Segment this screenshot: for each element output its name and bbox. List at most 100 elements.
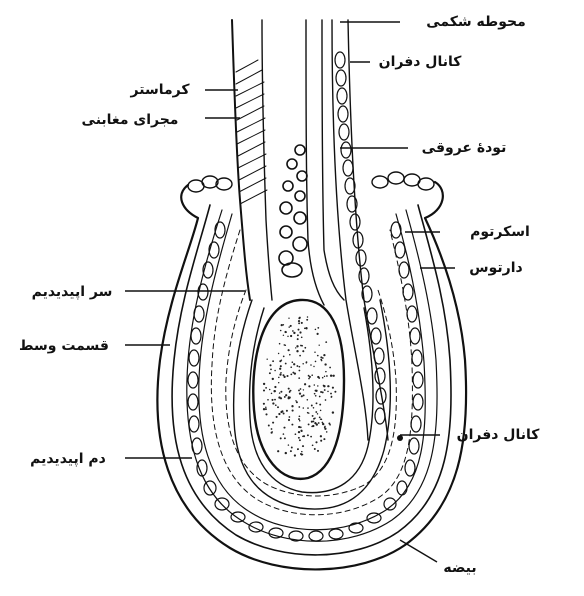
stipple-dot — [308, 378, 310, 380]
stipple-dot — [278, 353, 279, 354]
stipple-dot — [324, 363, 326, 365]
stipple-dot — [285, 363, 287, 365]
stipple-dot — [329, 424, 331, 426]
stipple-dot — [301, 430, 303, 432]
stipple-dot — [288, 349, 290, 351]
stipple-dot — [290, 325, 292, 327]
stipple-dot — [265, 387, 267, 389]
stipple-dot — [298, 329, 300, 331]
stipple-dot — [314, 351, 315, 352]
stipple-dot — [314, 393, 316, 395]
stipple-dot — [314, 384, 316, 386]
stipple-dot — [271, 428, 273, 430]
label-cremaster: کرماستر — [130, 82, 191, 98]
stipple-dot — [299, 366, 301, 368]
stipple-dot — [314, 422, 316, 424]
stipple-dot — [330, 393, 332, 395]
stipple-dot — [265, 407, 267, 409]
labels: محوطه شکمی کانال دفران کرماستر مجرای مغا… — [19, 14, 540, 576]
stipple-dot — [289, 354, 291, 356]
stipple-dot — [284, 437, 286, 439]
stipple-dot — [311, 421, 313, 423]
stipple-dot — [297, 334, 299, 336]
stipple-dot — [320, 440, 322, 442]
stipple-dot — [322, 423, 324, 425]
stipple-dot — [271, 393, 273, 395]
stipple-dot — [263, 403, 265, 405]
stipple-dot — [329, 367, 331, 369]
stipple-dot — [321, 360, 323, 362]
stipple-dot — [304, 328, 306, 330]
stipple-dot — [309, 376, 311, 378]
stipple-dot — [274, 370, 276, 372]
stipple-dot — [325, 341, 327, 343]
stipple-dot — [323, 354, 325, 356]
stipple-dot — [279, 374, 281, 376]
stipple-dot — [290, 450, 292, 452]
stipple-dot — [295, 433, 297, 435]
stipple-dot — [284, 396, 286, 398]
stipple-dot — [310, 436, 312, 438]
cord-right-inner — [322, 20, 344, 300]
stipple-dot — [290, 374, 292, 376]
stipple-dot — [312, 444, 314, 446]
stipple-dot — [280, 330, 282, 332]
stipple-dot — [269, 364, 271, 366]
stipple-dot — [292, 361, 294, 363]
stipple-dot — [319, 396, 321, 398]
stipple-dot — [300, 345, 302, 347]
stipple-dot — [294, 454, 296, 456]
stipple-dot — [288, 326, 289, 327]
label-inguinal-canal: مجرای مغابنی — [82, 112, 179, 128]
stipple-dot — [319, 404, 321, 406]
stipple-dot — [286, 410, 288, 412]
stipple-dot — [320, 410, 322, 412]
stipple-dot — [290, 366, 292, 368]
stipple-dot — [271, 432, 273, 434]
testis-body — [253, 300, 344, 479]
stipple-dot — [324, 389, 326, 391]
stipple-dot — [263, 389, 265, 391]
stipple-dot — [269, 389, 271, 391]
stipple-dot — [298, 437, 300, 439]
label-epididymis-head: سر اپیدیدیم — [32, 284, 113, 300]
stipple-dot — [306, 361, 308, 363]
stipple-dot — [288, 318, 289, 319]
stipple-dot — [325, 399, 327, 401]
stipple-dot — [326, 375, 328, 377]
stipple-dot — [284, 331, 286, 333]
stipple-dot — [302, 363, 304, 365]
stipple-dot — [295, 400, 296, 401]
stipple-dot — [304, 347, 306, 349]
stipple-dot — [275, 404, 277, 406]
cord-left-inner — [262, 20, 272, 300]
label-scrotum: اسکرتوم — [470, 224, 530, 240]
stipple-dot — [271, 399, 273, 401]
label-pampiniform-plexus: تودهٔ عروقی — [422, 140, 507, 156]
stipple-dot — [299, 355, 301, 357]
stipple-dot — [263, 408, 265, 410]
stipple-dot — [317, 450, 319, 452]
stipple-dot — [311, 374, 313, 376]
stipple-dot — [322, 391, 324, 393]
label-vas-deferens-bottom: کانال دفران — [457, 427, 541, 443]
stipple-dot — [327, 391, 329, 393]
stipple-dot — [334, 391, 336, 393]
stipple-dot — [278, 382, 279, 383]
stipple-dot — [297, 449, 299, 451]
stipple-dot — [289, 391, 291, 393]
stipple-dot — [305, 327, 307, 329]
stipple-dot — [308, 423, 310, 425]
stipple-dot — [285, 452, 287, 454]
stipple-dot — [298, 320, 300, 322]
stipple-dot — [280, 372, 282, 374]
stipple-dot — [287, 336, 288, 337]
stipple-dot — [324, 428, 326, 430]
stipple-dot — [286, 375, 288, 377]
stipple-dot — [263, 383, 265, 385]
stipple-dot — [330, 375, 332, 377]
stipple-dot — [272, 378, 274, 380]
stipple-dot — [272, 422, 274, 424]
stipple-dot — [280, 365, 282, 367]
stipple-dot — [323, 438, 325, 440]
